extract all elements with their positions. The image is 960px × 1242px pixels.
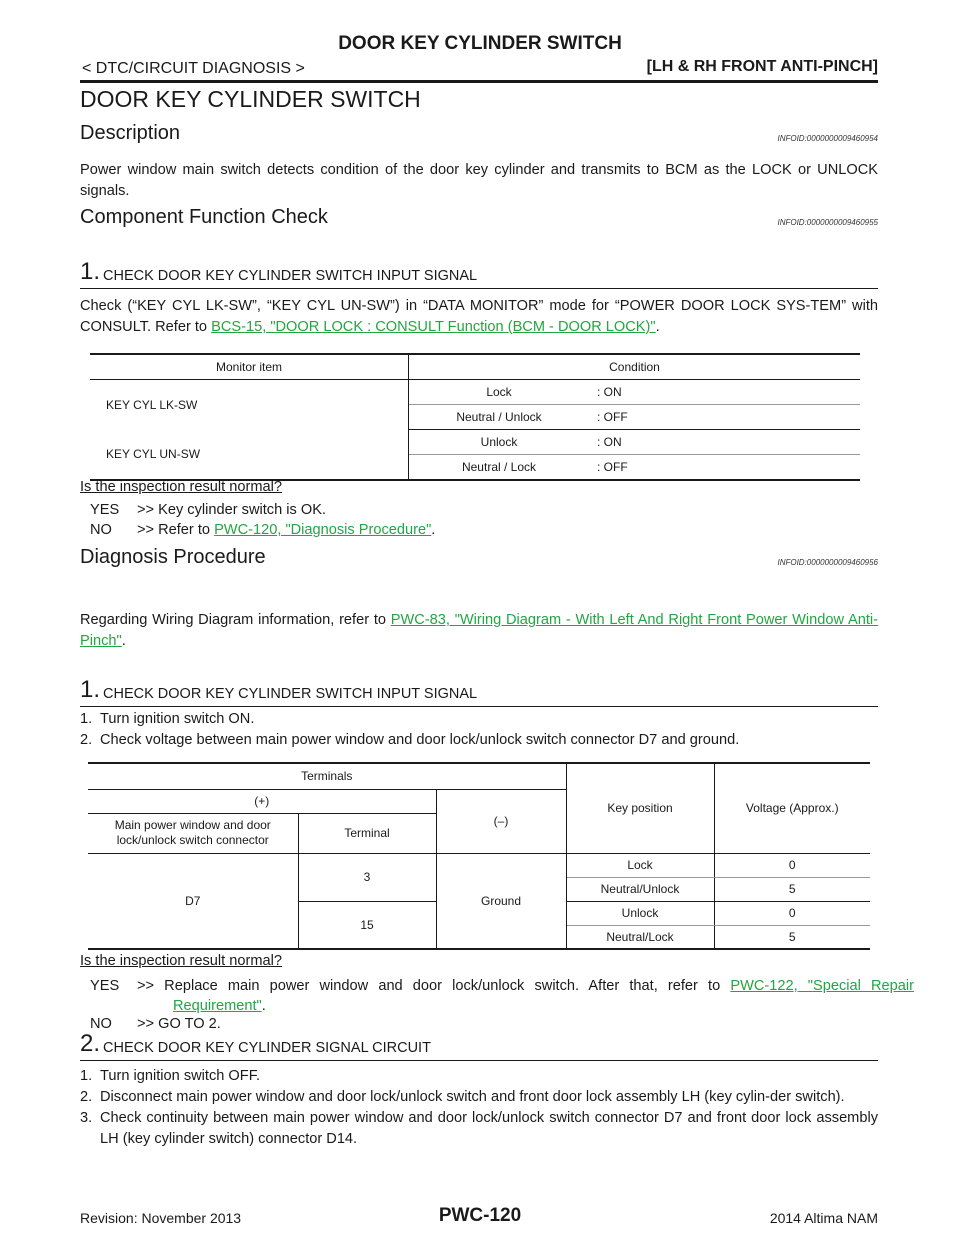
voltage-value: 0 (714, 853, 870, 878)
list-item: 2.Disconnect main power window and door … (80, 1089, 845, 1105)
revision-date: Revision: November 2013 (80, 1210, 242, 1226)
bcs-15-link[interactable]: BCS-15, "DOOR LOCK : CONSULT Function (B… (211, 319, 656, 335)
list-item: 1.Turn ignition switch ON. (80, 711, 255, 727)
pwc-122-link[interactable]: PWC-122, "Special Repair Requirement" (173, 978, 914, 1014)
yes-answer: >> Key cylinder switch is OK. (137, 502, 326, 518)
monitor-value: : ON (589, 379, 860, 405)
inspection-question-2: Is the inspection result normal? (80, 953, 282, 969)
diagnosis-heading: Diagnosis Procedure (80, 546, 266, 568)
model-name: 2014 Altima NAM (769, 1210, 878, 1226)
plus-header: (+) (88, 789, 437, 814)
yes-label: YES (90, 502, 120, 518)
page-number: PWC-120 (438, 1205, 522, 1226)
component-check-step-1: 1. CHECK DOOR KEY CYLINDER SWITCH INPUT … (80, 254, 878, 289)
monitor-item-name: KEY CYL UN-SW (90, 429, 409, 480)
step-title: CHECK DOOR KEY CYLINDER SWITCH INPUT SIG… (103, 686, 478, 702)
subsection-label: [LH & RH FRONT ANTI-PINCH] (646, 58, 878, 75)
component-check-infoid: INFOID:0000000009460955 (777, 218, 878, 227)
terminals-header: Terminals (88, 763, 567, 790)
key-position: Unlock (566, 901, 715, 926)
terminal-15: 15 (298, 901, 437, 949)
component-check-instruction: Check (“KEY CYL LK-SW”, “KEY CYL UN-SW”)… (80, 298, 878, 335)
terminal-header: Terminal (298, 813, 437, 854)
list-item: 1.Turn ignition switch OFF. (80, 1068, 261, 1084)
no-answer: >> Refer to PWC-120, "Diagnosis Procedur… (137, 522, 436, 538)
step-number: 2. (80, 1030, 101, 1057)
connector-d7: D7 (88, 853, 299, 949)
component-check-heading: Component Function Check (80, 206, 328, 228)
monitor-value: : OFF (597, 460, 628, 474)
voltage-check-table: Terminals Key position Voltage (Approx.)… (88, 762, 870, 950)
voltage-value: 5 (714, 877, 870, 902)
no-label: NO (90, 1016, 112, 1032)
section-label: < DTC/CIRCUIT DIAGNOSIS > (82, 60, 305, 77)
voltage-value: 0 (714, 901, 870, 926)
key-position-header: Key position (566, 763, 715, 854)
yes-label: YES (90, 978, 120, 994)
step-number: 1. (80, 676, 101, 703)
monitor-state: Neutral / Unlock (408, 404, 589, 430)
header-divider (80, 80, 878, 83)
connector-header: Main power window and door lock/unlock s… (88, 813, 299, 854)
no-label: NO (90, 522, 112, 538)
key-position: Lock (566, 853, 715, 878)
ground-cell: Ground (436, 853, 567, 949)
voltage-header: Voltage (Approx.) (714, 763, 870, 854)
monitor-value: : ON (589, 429, 860, 455)
pwc-83-link[interactable]: PWC-83, "Wiring Diagram - With Left And … (80, 612, 878, 649)
minus-header: (–) (436, 789, 567, 854)
list-item: 2.Check voltage between main power windo… (80, 732, 740, 748)
wiring-diagram-reference: Regarding Wiring Diagram information, re… (80, 612, 878, 649)
step-title: CHECK DOOR KEY CYLINDER SIGNAL CIRCUIT (103, 1040, 431, 1056)
condition-header: Condition (408, 354, 860, 380)
description-heading: Description (80, 122, 181, 144)
page-title: DOOR KEY CYLINDER SWITCH (80, 86, 421, 112)
list-item: 3.Check continuity between main power wi… (80, 1110, 878, 1147)
diagnosis-step-2: 2. CHECK DOOR KEY CYLINDER SIGNAL CIRCUI… (80, 1026, 878, 1061)
step-2-instructions: 1.Turn ignition switch OFF. 2.Disconnect… (80, 1066, 878, 1150)
monitor-state: Lock (408, 379, 589, 405)
running-header-title: DOOR KEY CYLINDER SWITCH (338, 33, 622, 54)
step-title: CHECK DOOR KEY CYLINDER SWITCH INPUT SIG… (103, 268, 478, 284)
step-number: 1. (80, 258, 101, 285)
no-answer: >> GO TO 2. (137, 1016, 221, 1032)
terminal-3: 3 (298, 853, 437, 902)
key-position: Neutral/Unlock (566, 877, 715, 902)
description-text: Power window main switch detects conditi… (80, 162, 878, 199)
monitor-item-name: KEY CYL LK-SW (90, 379, 409, 430)
diagnosis-step-1: 1. CHECK DOOR KEY CYLINDER SWITCH INPUT … (80, 672, 878, 707)
diagnosis-infoid: INFOID:0000000009460956 (777, 558, 878, 567)
voltage-value: 5 (788, 929, 796, 944)
step-1-instructions: 1.Turn ignition switch ON. 2.Check volta… (80, 709, 878, 751)
monitor-item-header: Monitor item (90, 354, 409, 380)
monitor-state: Unlock (408, 429, 589, 455)
pwc-120-link[interactable]: PWC-120, "Diagnosis Procedure" (214, 522, 432, 538)
yes-answer: >> Replace main power window and door lo… (137, 978, 914, 1014)
monitor-state: Neutral / Lock (461, 460, 537, 474)
description-infoid: INFOID:0000000009460954 (777, 134, 878, 143)
monitor-value: : OFF (589, 404, 860, 430)
monitor-item-table: Monitor item Condition KEY CYL LK-SW Loc… (90, 353, 860, 481)
inspection-question-1: Is the inspection result normal? (80, 479, 282, 495)
key-position: Neutral/Lock (566, 925, 715, 949)
